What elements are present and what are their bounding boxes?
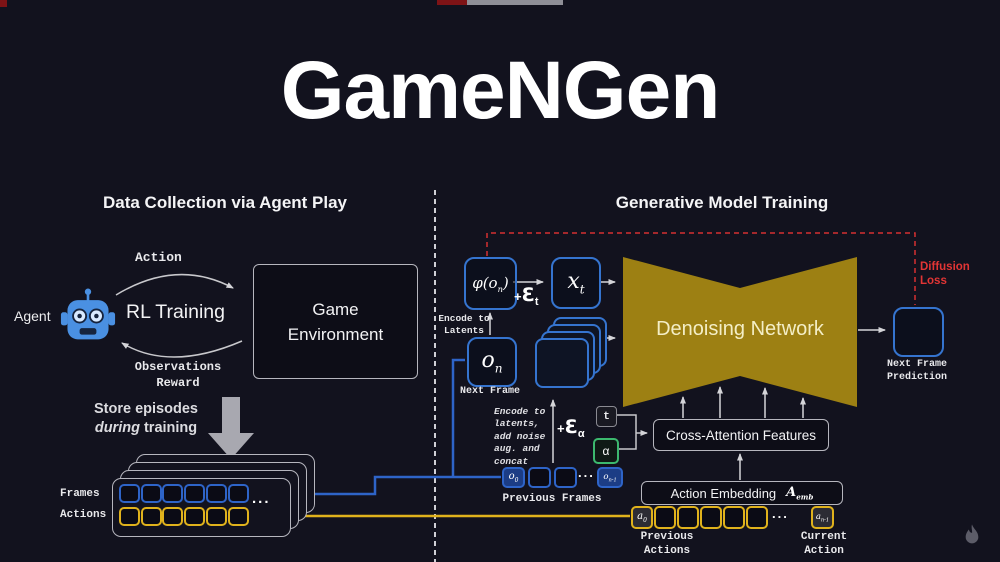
prev-actions-line2: Actions (643, 545, 691, 557)
xt-box: xt (551, 257, 601, 309)
left-section-header: Data Collection via Agent Play (102, 193, 348, 212)
timestep-box: t (596, 406, 617, 427)
store-episodes-label: Store episodes during training (90, 400, 202, 438)
prev-frame-last: on-1 (597, 467, 623, 488)
video-progress-bar[interactable] (437, 0, 563, 5)
pred-line2: Prediction (886, 372, 947, 383)
note-line: add noise (494, 430, 546, 442)
video-progress-played (437, 0, 467, 5)
right-section-header: Generative Model Training (615, 193, 829, 212)
epsilon-t-label: +Ɛt (514, 284, 539, 308)
reward-line: Reward (156, 376, 200, 390)
game-env-line1: Game (312, 299, 359, 319)
prev-actions-line1: Previous (640, 531, 694, 543)
store-line1: Store episodes (94, 401, 198, 417)
frame-cell (206, 484, 227, 503)
next-frame-label: Next Frame (459, 386, 520, 397)
down-arrow-icon (208, 397, 254, 459)
action-cell (119, 507, 140, 526)
prev-action-cell (723, 506, 745, 529)
action-arc-arrow (115, 273, 234, 296)
alpha-box: α (593, 438, 619, 464)
encode-concat-note: Encode to latents, add noise aug. and co… (494, 406, 554, 468)
action-cell (141, 507, 162, 526)
note-line: concat (494, 455, 529, 467)
latent-stack-front (535, 338, 589, 388)
encode-latents-line2: Latents (444, 325, 484, 336)
note-line: aug. and (494, 443, 540, 455)
encode-latents-line1: Encode to (438, 313, 490, 324)
episode-ellipsis: ... (252, 490, 271, 507)
prev-action-cell (654, 506, 676, 529)
action-cell (184, 507, 205, 526)
frames-wire-branch (451, 358, 465, 477)
action-cell (228, 507, 249, 526)
observations-reward-label: Observations Reward (128, 359, 228, 391)
note-line: Encode to (494, 406, 546, 417)
game-environment-box: Game Environment (253, 264, 418, 379)
previous-frames-label: Previous Frames (502, 493, 602, 505)
section-divider (434, 190, 436, 562)
action-embedding-box: Action Embedding Aemb (641, 481, 843, 505)
flame-logo-icon (965, 524, 979, 544)
prev-action-cell (677, 506, 699, 529)
prev-action-cell (746, 506, 768, 529)
epsilon-alpha-label: +Ɛα (557, 416, 585, 440)
prev-actions-ellipsis: ... (772, 506, 789, 521)
loss-line: Loss (920, 275, 947, 287)
action-cell (162, 507, 183, 526)
agent-label: Agent (14, 308, 51, 324)
frame-cell (141, 484, 162, 503)
t-wire (615, 414, 637, 433)
frame-cell (228, 484, 249, 503)
encode-to-latents-label: Encode to Latents (436, 313, 492, 337)
diffusion-loss-label: Diffusion Loss (920, 260, 970, 288)
previous-actions-label: Previous Actions (637, 530, 697, 558)
current-action-label: Current Action (796, 530, 852, 558)
rl-training-label: RL Training (126, 301, 225, 323)
store-line2: during training (94, 420, 198, 436)
next-frame-prediction-label: Next Frame Prediction (874, 358, 960, 384)
prev-frame-cell (528, 467, 551, 488)
phi-latent-box: φ(on) (464, 257, 517, 310)
denoising-network-label: Denoising Network (656, 318, 824, 340)
note-line: latents, (494, 418, 540, 430)
pred-line1: Next Frame (886, 359, 947, 370)
frame-cell (184, 484, 205, 503)
current-action-line1: Current (800, 531, 848, 543)
page-title: GameNGen (280, 45, 721, 136)
frame-cell (162, 484, 183, 503)
game-env-line2: Environment (287, 324, 384, 344)
action-label: Action (135, 250, 182, 265)
prev-action-first: a0 (631, 506, 653, 529)
next-frame-prediction-box (893, 307, 944, 357)
record-indicator (0, 0, 7, 7)
frame-cell (119, 484, 140, 503)
diffusion-loss-path (486, 232, 916, 305)
prev-frames-ellipsis: ... (578, 465, 595, 480)
alpha-wire (615, 433, 637, 450)
robot-icon (60, 288, 116, 340)
next-frame-box: on (467, 337, 517, 387)
observations-line: Observations (134, 360, 222, 374)
prev-frame-first: o0 (502, 467, 525, 488)
actions-label: Actions (60, 509, 107, 521)
current-action-line2: Action (804, 545, 844, 557)
frames-wire (289, 475, 501, 496)
cross-attention-box: Cross-Attention Features (653, 419, 829, 451)
prev-frame-cell (554, 467, 577, 488)
diffusion-line: Diffusion (920, 261, 970, 273)
observation-arc-arrow (121, 340, 243, 358)
frames-label: Frames (60, 488, 100, 500)
prev-action-cell (700, 506, 722, 529)
denoising-network-shape (623, 257, 857, 407)
current-action-cell: an-1 (811, 506, 834, 529)
action-cell (206, 507, 227, 526)
